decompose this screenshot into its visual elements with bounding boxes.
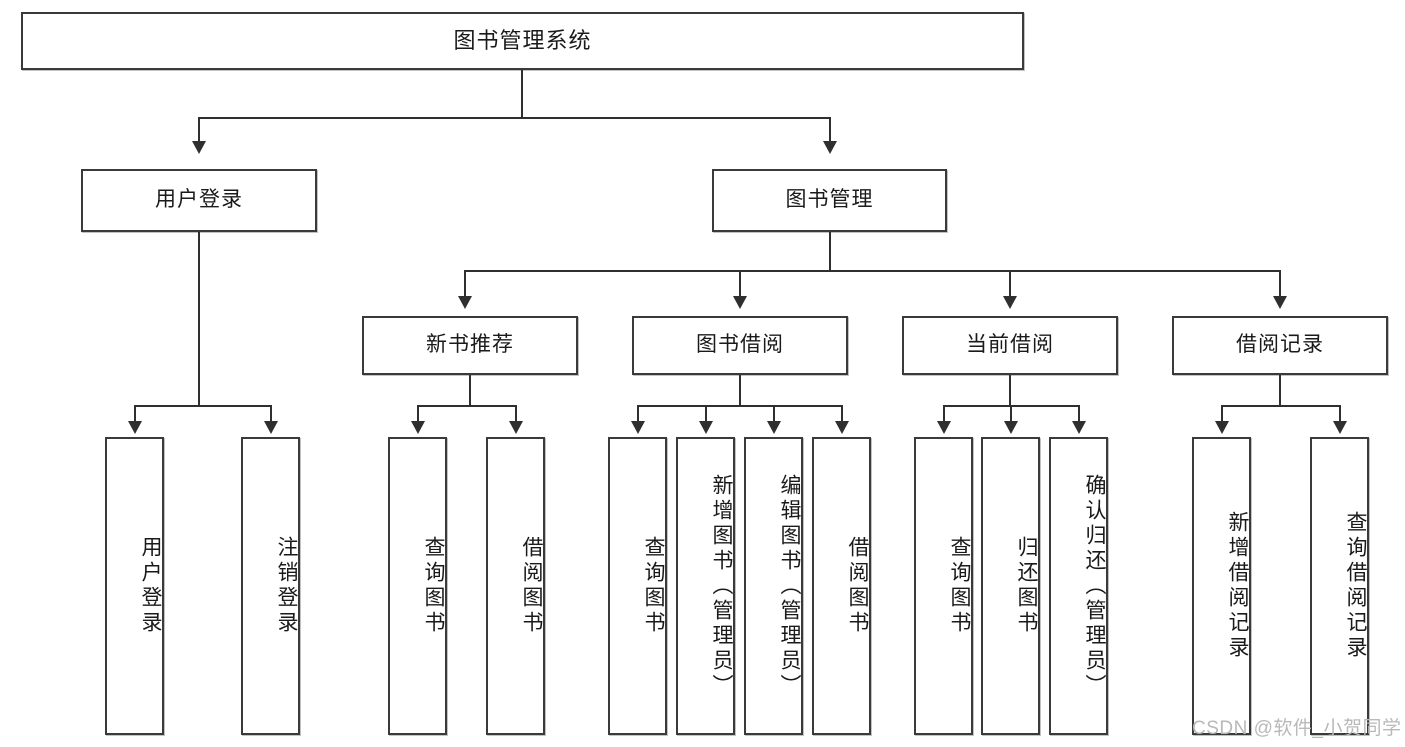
connector-new-book-bus xyxy=(417,405,516,407)
leaf-label: 注销登录 xyxy=(275,536,298,636)
leaf-book-borrow-edit-book-admin[interactable]: 编辑图书（管理员） xyxy=(744,437,803,735)
connector-book-borrow-drop-2 xyxy=(705,405,707,422)
arrowhead-book-borrow xyxy=(733,296,747,309)
leaf-label: 查询图书 xyxy=(422,536,445,636)
leaf-new-book-query-books[interactable]: 查询图书 xyxy=(388,437,447,735)
connector-level3-drop-book-borrow xyxy=(739,270,741,298)
connector-level3-drop-current-borrow xyxy=(1009,270,1011,298)
arrowhead-new-book-recommend xyxy=(458,296,472,309)
arrowhead-leaf-borrow-record-1 xyxy=(1215,421,1229,434)
node-user-login[interactable]: 用户登录 xyxy=(81,169,317,232)
connector-current-borrow-stem xyxy=(1009,375,1011,406)
connector-level3-bus xyxy=(464,270,1280,272)
connector-current-borrow-drop-1 xyxy=(943,405,945,422)
arrowhead-current-borrow xyxy=(1003,296,1017,309)
node-book-management[interactable]: 图书管理 xyxy=(712,169,947,232)
leaf-label: 编辑图书（管理员） xyxy=(778,473,801,699)
leaf-label: 查询图书 xyxy=(642,536,665,636)
connector-borrow-record-drop-1 xyxy=(1221,405,1223,422)
leaf-label: 借阅图书 xyxy=(846,536,869,636)
leaf-borrow-record-query-record[interactable]: 查询借阅记录 xyxy=(1310,437,1369,735)
connector-current-borrow-drop-2 xyxy=(1010,405,1012,422)
connector-level3-drop-new-book xyxy=(464,270,466,298)
leaf-new-book-borrow-books[interactable]: 借阅图书 xyxy=(486,437,545,735)
arrowhead-leaf-new-book-1 xyxy=(411,421,425,434)
connector-new-book-drop-1 xyxy=(417,405,419,422)
connector-book-borrow-drop-1 xyxy=(637,405,639,422)
arrowhead-leaf-user-login-1 xyxy=(128,421,142,434)
connector-book-management-stem xyxy=(829,232,831,271)
leaf-book-borrow-query-books[interactable]: 查询图书 xyxy=(608,437,667,735)
arrowhead-leaf-current-borrow-1 xyxy=(937,421,951,434)
connector-level2-drop-book-management xyxy=(829,117,831,143)
leaf-label: 查询图书 xyxy=(948,536,971,636)
arrowhead-user-login xyxy=(192,141,206,154)
connector-book-borrow-drop-4 xyxy=(841,405,843,422)
arrowhead-leaf-user-login-2 xyxy=(264,421,278,434)
arrowhead-leaf-book-borrow-4 xyxy=(835,421,849,434)
connector-new-book-drop-2 xyxy=(515,405,517,422)
leaf-book-borrow-add-book-admin[interactable]: 新增图书（管理员） xyxy=(676,437,735,735)
leaf-label: 确认归还（管理员） xyxy=(1083,473,1106,699)
leaf-label: 借阅图书 xyxy=(520,536,543,636)
connector-level3-drop-borrow-record xyxy=(1279,270,1281,298)
leaf-label: 新增图书（管理员） xyxy=(710,473,733,699)
arrowhead-leaf-current-borrow-2 xyxy=(1004,421,1018,434)
arrowhead-leaf-new-book-2 xyxy=(509,421,523,434)
connector-borrow-record-stem xyxy=(1279,375,1281,406)
connector-user-login-bus xyxy=(134,405,271,407)
connector-level2-bus xyxy=(198,117,830,119)
leaf-label: 查询借阅记录 xyxy=(1344,511,1367,661)
leaf-user-login-user-login[interactable]: 用户登录 xyxy=(105,437,164,735)
connector-book-borrow-stem xyxy=(739,375,741,406)
connector-root-stem xyxy=(521,70,523,118)
connector-book-borrow-bus xyxy=(637,405,842,407)
leaf-user-login-logout[interactable]: 注销登录 xyxy=(241,437,300,735)
connector-book-borrow-drop-3 xyxy=(773,405,775,422)
arrowhead-leaf-book-borrow-3 xyxy=(767,421,781,434)
node-new-book-recommend[interactable]: 新书推荐 xyxy=(362,316,578,375)
arrowhead-borrow-record xyxy=(1273,296,1287,309)
arrowhead-leaf-book-borrow-2 xyxy=(699,421,713,434)
node-current-borrow[interactable]: 当前借阅 xyxy=(902,316,1118,375)
leaf-current-borrow-confirm-return-admin[interactable]: 确认归还（管理员） xyxy=(1049,437,1108,735)
leaf-current-borrow-return-books[interactable]: 归还图书 xyxy=(981,437,1040,735)
node-book-borrow[interactable]: 图书借阅 xyxy=(632,316,848,375)
leaf-book-borrow-borrow-books[interactable]: 借阅图书 xyxy=(812,437,871,735)
leaf-borrow-record-add-record[interactable]: 新增借阅记录 xyxy=(1192,437,1251,735)
leaf-label: 用户登录 xyxy=(139,536,162,636)
node-borrow-record[interactable]: 借阅记录 xyxy=(1172,316,1388,375)
arrowhead-leaf-book-borrow-1 xyxy=(631,421,645,434)
connector-borrow-record-bus xyxy=(1221,405,1340,407)
connector-level2-drop-user-login xyxy=(198,117,200,143)
connector-user-login-drop-1 xyxy=(134,405,136,422)
connector-current-borrow-drop-3 xyxy=(1078,405,1080,422)
connector-borrow-record-drop-2 xyxy=(1339,405,1341,422)
arrowhead-leaf-current-borrow-3 xyxy=(1072,421,1086,434)
leaf-label: 归还图书 xyxy=(1015,536,1038,636)
connector-user-login-drop-2 xyxy=(270,405,272,422)
node-root-book-management-system[interactable]: 图书管理系统 xyxy=(21,12,1024,70)
connector-user-login-stem xyxy=(198,232,200,406)
leaf-current-borrow-query-books[interactable]: 查询图书 xyxy=(914,437,973,735)
arrowhead-leaf-borrow-record-2 xyxy=(1333,421,1347,434)
arrowhead-book-management xyxy=(823,141,837,154)
connector-new-book-stem xyxy=(469,375,471,406)
leaf-label: 新增借阅记录 xyxy=(1226,511,1249,661)
